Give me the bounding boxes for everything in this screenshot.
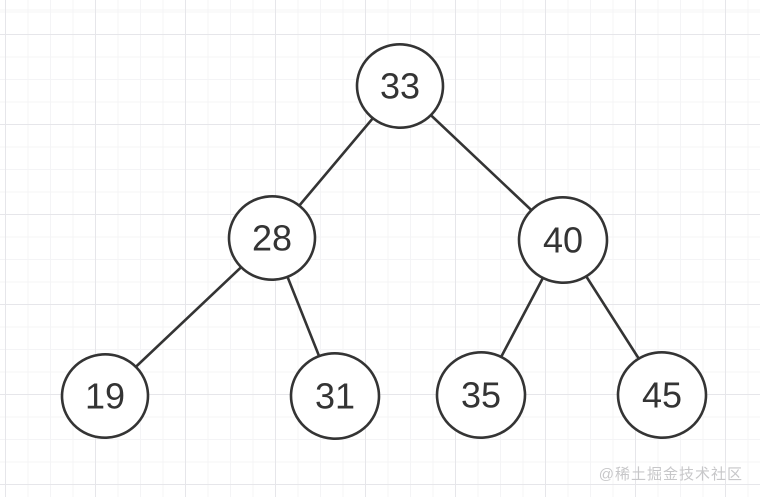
node-circle [517, 195, 609, 285]
tree-node-28: 28 [227, 194, 317, 282]
node-label: 28 [252, 218, 292, 259]
node-label: 35 [461, 375, 501, 416]
node-circle [289, 351, 381, 441]
node-circle [616, 350, 708, 440]
node-circle [355, 42, 445, 130]
tree-node-31: 31 [289, 351, 381, 441]
node-label: 33 [380, 66, 420, 107]
node-label: 31 [315, 376, 355, 417]
node-circle [435, 350, 527, 440]
tree-node-19: 19 [60, 352, 150, 440]
tree-node-45: 45 [616, 350, 708, 440]
node-circle [227, 194, 317, 282]
node-circle [60, 352, 150, 440]
tree-node-33: 33 [355, 42, 445, 130]
node-label: 19 [85, 376, 125, 417]
node-label: 45 [642, 375, 682, 416]
tree-node-35: 35 [435, 350, 527, 440]
node-label: 40 [543, 220, 583, 261]
tree-node-40: 40 [517, 195, 609, 285]
